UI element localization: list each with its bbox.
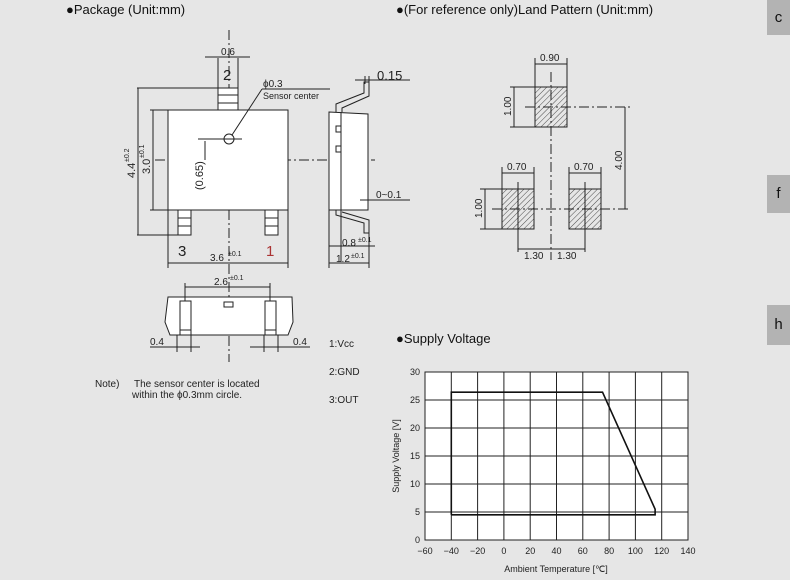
note-line-1: The sensor center is located (134, 379, 260, 390)
pin-2-function: 2:GND (329, 367, 360, 378)
dim-height-body-tol: ±0.1 (139, 144, 146, 158)
note-line-2: within the ϕ0.3mm circle. (131, 390, 242, 401)
side-tab-c[interactable]: c (767, 0, 790, 35)
dim-pin-width-left: 0.4 (150, 337, 164, 348)
chart-x-tick-label: −60 (417, 546, 432, 556)
chart-x-tick-label: −40 (444, 546, 459, 556)
dim-left-offset: 1.30 (524, 251, 544, 262)
chart-y-tick-label: 25 (410, 395, 420, 405)
dim-right-offset: 1.30 (557, 251, 577, 262)
chart-y-tick-label: 20 (410, 423, 420, 433)
dim-height-body: 3.0 (141, 159, 153, 174)
dim-height-total-tol: ±0.2 (124, 148, 131, 162)
chart-x-label: Ambient Temperature [℃] (504, 564, 608, 574)
chart-x-tick-label: 0 (501, 546, 506, 556)
dim-pitch: 2.6 (214, 277, 228, 288)
sensor-center-label: Sensor center (263, 91, 319, 101)
chart-x-tick-label: 140 (680, 546, 695, 556)
dim-lead-thickness: 0.15 (377, 68, 402, 83)
package-top-view (137, 30, 375, 362)
dim-side-a-tol: ±0.1 (358, 237, 372, 244)
chart-x-tick-label: 20 (525, 546, 535, 556)
pin-number-1: 1 (266, 243, 274, 260)
land-pattern-title: ●(For reference only)Land Pattern (Unit:… (396, 2, 653, 17)
pin-1-function: 1:Vcc (329, 339, 354, 350)
pin-number-3: 3 (178, 243, 186, 260)
note-label: Note) (95, 379, 119, 390)
dim-sensor-offset: (0.65) (194, 161, 206, 190)
chart-series-operating-area (450, 391, 656, 516)
chart-x-tick-label: 120 (654, 546, 669, 556)
chart-y-tick-label: 5 (415, 507, 420, 517)
package-title: ●Package (Unit:mm) (66, 2, 185, 17)
dim-pin-width: 0.6 (221, 47, 235, 58)
dim-width: 3.6 (210, 253, 224, 264)
dim-top-pad-width: 0.90 (540, 53, 560, 64)
dim-side-b: 1.2 (336, 254, 350, 265)
chart-x-tick-label: 100 (628, 546, 643, 556)
dim-height-total: 4.4 (126, 163, 138, 178)
side-tab-h[interactable]: h (767, 305, 790, 345)
side-tab-f[interactable]: f (767, 175, 790, 213)
chart-y-label: Supply Voltage [V] (391, 419, 401, 493)
chart-ticks: −60 −40 −20 0 20 40 60 80 100 120 140 0 5 10 15 20 25 30 (410, 367, 696, 556)
chart-x-tick-label: 80 (604, 546, 614, 556)
package-side-view (328, 76, 410, 268)
chart-y-tick-label: 0 (415, 535, 420, 545)
dim-top-pad-height: 1.00 (503, 96, 514, 116)
land-pattern-drawing (480, 58, 630, 260)
chart-y-tick-label: 15 (410, 451, 420, 461)
chart-y-tick-label: 30 (410, 367, 420, 377)
pin-number-2: 2 (223, 67, 231, 84)
dim-side-a: 0.8 (342, 238, 356, 249)
dim-side-b-tol: ±0.1 (351, 253, 365, 260)
dim-standoff: 0~0.1 (376, 190, 402, 201)
pin-3-function: 3:OUT (329, 395, 358, 406)
chart-x-tick-label: 40 (551, 546, 561, 556)
dim-left-pad-width: 0.70 (507, 162, 527, 173)
chart-x-tick-label: −20 (470, 546, 485, 556)
chart-y-tick-label: 10 (410, 479, 420, 489)
dim-pin-width-right: 0.4 (293, 337, 307, 348)
dim-pitch-tol: ±0.1 (230, 275, 244, 282)
package-bottom-view (150, 283, 310, 352)
chart-title: ●Supply Voltage (396, 331, 491, 346)
dim-sensor-dia: ϕ0.3 (263, 79, 283, 90)
dim-width-tol: ±0.1 (228, 251, 242, 258)
dim-pad-pitch-vertical: 4.00 (614, 150, 625, 170)
dim-bottom-pad-height: 1.00 (474, 198, 485, 218)
dim-right-pad-width: 0.70 (574, 162, 594, 173)
chart-x-tick-label: 60 (578, 546, 588, 556)
